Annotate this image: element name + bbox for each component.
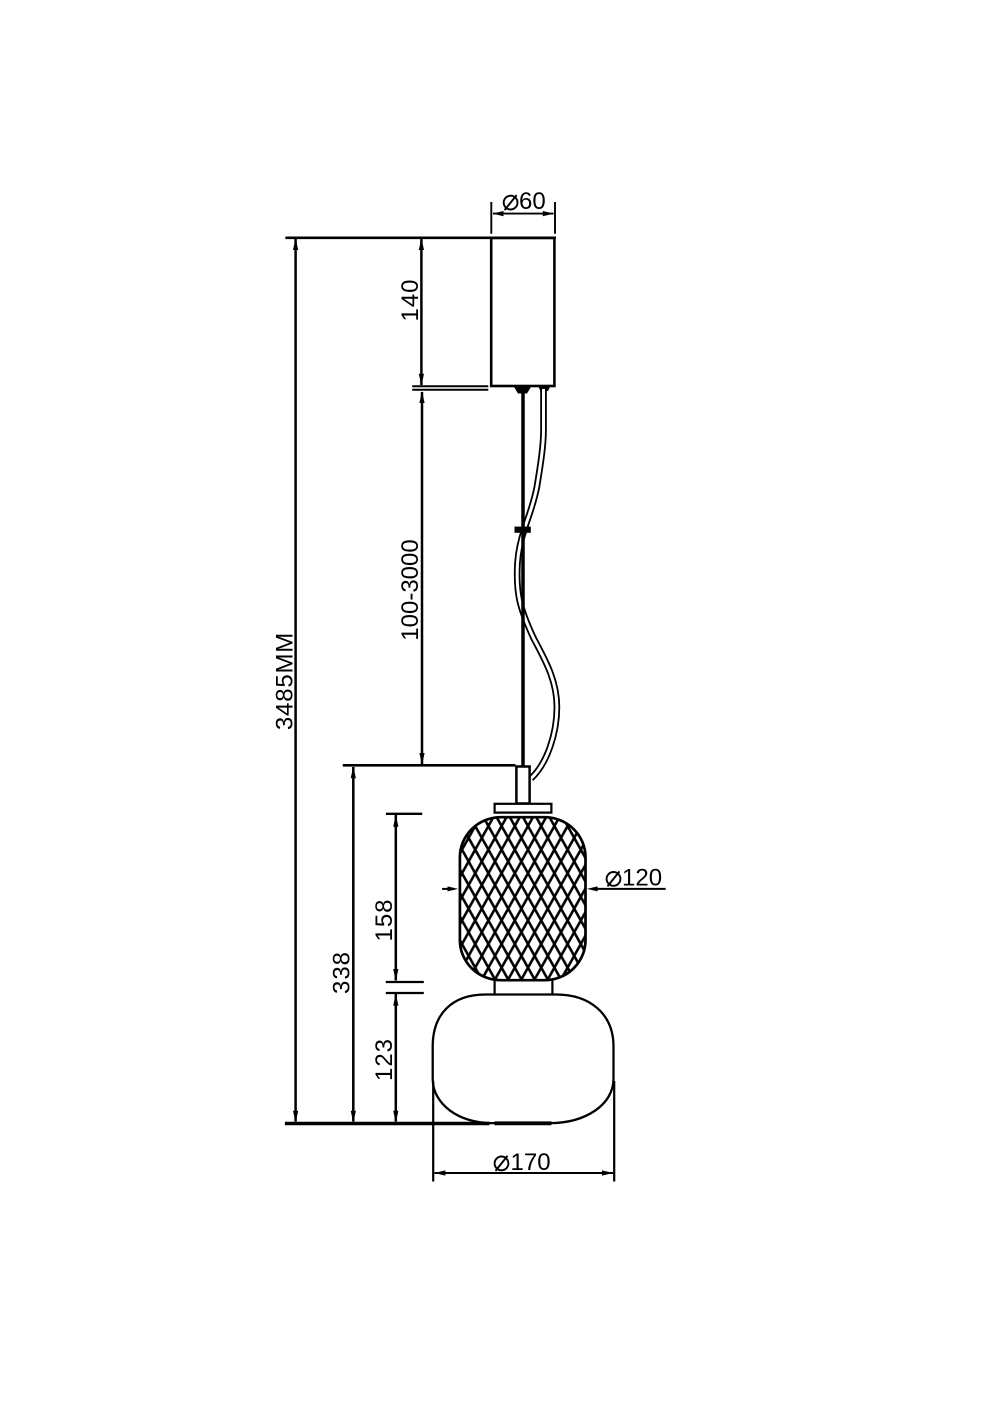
svg-text:120: 120	[622, 865, 662, 892]
svg-text:60: 60	[519, 188, 546, 215]
svg-text:140: 140	[397, 278, 424, 321]
svg-text:123: 123	[371, 1038, 398, 1081]
svg-text:3485MM: 3485MM	[272, 632, 299, 730]
svg-text:158: 158	[371, 898, 398, 941]
svg-text:338: 338	[329, 951, 356, 994]
svg-text:170: 170	[511, 1149, 551, 1176]
svg-text:100-3000: 100-3000	[397, 539, 424, 640]
